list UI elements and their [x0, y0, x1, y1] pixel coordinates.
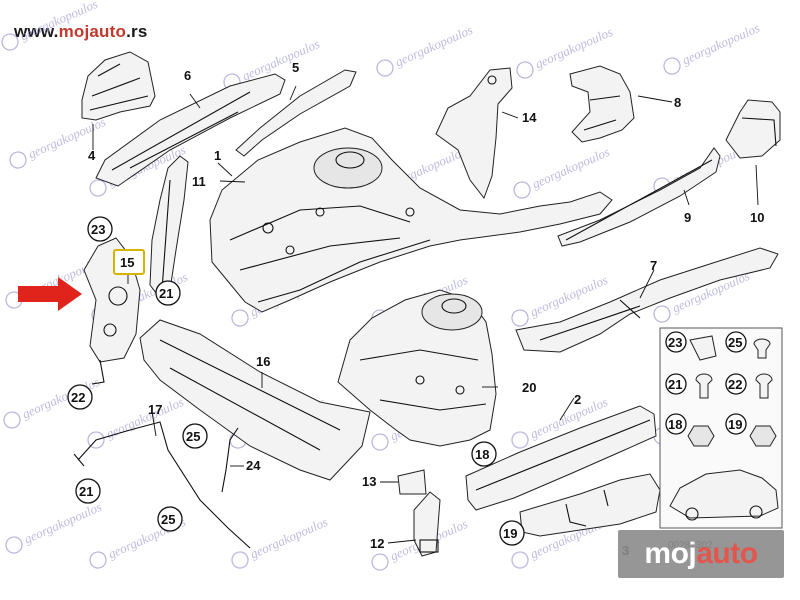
- fastener-23: 23: [668, 335, 682, 350]
- callout-24: 24: [246, 458, 261, 473]
- brand-stamp: mojauto: [618, 530, 784, 578]
- callout-11: 11: [192, 174, 206, 189]
- circled-21b: 21: [79, 484, 93, 499]
- highlight-arrow: [18, 277, 82, 311]
- circled-25: 25: [186, 429, 200, 444]
- fastener-legend: 23 25 21 22 18 19: [659, 327, 783, 529]
- callout-8: 8: [674, 95, 681, 110]
- fastener-22: 22: [728, 377, 742, 392]
- part-14-bracket: [435, 67, 513, 200]
- callout-2: 2: [574, 392, 581, 407]
- site-url[interactable]: www.mojauto.rs: [14, 22, 147, 42]
- part-17-brace: [73, 421, 251, 549]
- fastener-19: 19: [728, 417, 742, 432]
- site-brand: mojauto: [58, 22, 127, 41]
- part-8-shock-cap: [569, 65, 635, 143]
- fastener-25: 25: [728, 335, 742, 350]
- callout-16: 16: [256, 354, 270, 369]
- part-6-upper-rail: [95, 73, 286, 187]
- callout-4: 4: [88, 148, 96, 163]
- callout-7: 7: [650, 258, 657, 273]
- circled-callouts: 23 21 22 21 25 25 18 19: [67, 216, 525, 546]
- watermark-text: georgakopoulos: [18, 0, 100, 44]
- callout-6: 6: [184, 68, 191, 83]
- callout-20: 20: [522, 380, 536, 395]
- callout-13: 13: [362, 474, 376, 489]
- part-3-inner-sill: [519, 473, 661, 537]
- callout-10: 10: [750, 210, 764, 225]
- fastener-18: 18: [668, 417, 682, 432]
- fastener-21: 21: [668, 377, 682, 392]
- part-2-side-rail: [465, 405, 657, 511]
- circled-19: 19: [503, 526, 517, 541]
- circled-23: 23: [91, 222, 105, 237]
- part-20-wheelhouse: [337, 289, 497, 447]
- watermark-text: georgakopoulos: [26, 114, 108, 162]
- circled-25b: 25: [161, 512, 175, 527]
- part-1-wheelhouse: [209, 127, 613, 313]
- part-16-cross-member: [139, 319, 371, 481]
- part-12-bracket: [413, 491, 441, 557]
- watermark-text: georgakopoulos: [248, 514, 330, 562]
- site-suffix: .rs: [126, 22, 148, 41]
- callout-15-highlight: 15: [113, 249, 145, 275]
- brand-stamp-part2: auto: [696, 537, 758, 570]
- callout-9: 9: [684, 210, 691, 225]
- circled-18: 18: [475, 447, 489, 462]
- brand-stamp-part1: moj: [644, 537, 697, 570]
- part-4-wheel-arch: [81, 51, 156, 121]
- watermark-text: georgakopoulos: [393, 22, 475, 70]
- callout-14: 14: [522, 110, 537, 125]
- watermark-text: georgakopoulos: [533, 24, 615, 72]
- part-7-side-member: [515, 247, 779, 353]
- watermark-text: georgakopoulos: [240, 36, 322, 84]
- callout-12: 12: [370, 536, 384, 551]
- callout-1: 1: [214, 148, 221, 163]
- part-13-bracket: [397, 469, 427, 495]
- watermark-text: georgakopoulos: [680, 20, 762, 68]
- callout-15: 15: [120, 255, 134, 270]
- circled-22: 22: [71, 390, 85, 405]
- callout-5: 5: [292, 60, 299, 75]
- part-24-cable: [221, 427, 239, 493]
- part-9-rail: [557, 147, 721, 247]
- watermark-text: georgakopoulos: [530, 144, 612, 192]
- watermark-text: georgakopoulos: [22, 499, 104, 547]
- leader-lines: [92, 85, 759, 544]
- part-10-end-bracket: [725, 99, 781, 159]
- callout-17: 17: [148, 402, 162, 417]
- part-5-strut: [235, 69, 357, 157]
- site-prefix: www.: [14, 22, 59, 41]
- circled-21: 21: [159, 286, 173, 301]
